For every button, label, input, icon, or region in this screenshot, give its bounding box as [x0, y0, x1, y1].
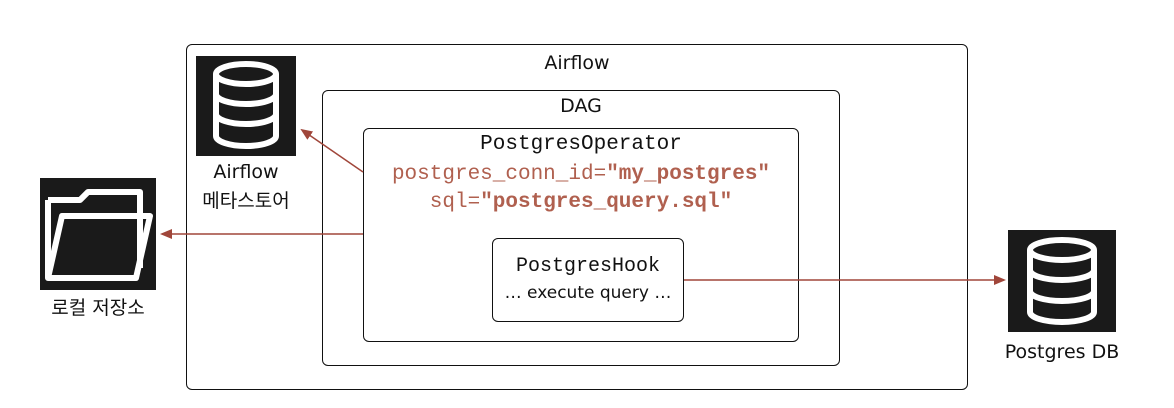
arrow-to-metastore [300, 128, 364, 173]
folder-icon [40, 178, 156, 290]
operator-conn-key: postgres_conn_id= [391, 163, 607, 186]
operator-sql-line: sql="postgres_query.sql" [364, 191, 798, 214]
metastore-label-line1: Airflow [213, 161, 279, 183]
airflow-title: Airflow [544, 52, 610, 74]
postgres-hook-box: PostgresHook … execute query … [492, 238, 684, 322]
dag-title: DAG [560, 95, 602, 117]
metastore-label-line2: 메타스토어 [202, 190, 290, 212]
operator-title: PostgresOperator [480, 133, 682, 156]
local-storage-label: 로컬 저장소 [51, 297, 145, 319]
operator-conn-line: postgres_conn_id="my_postgres" [364, 163, 798, 186]
postgres-db-label: Postgres DB [1004, 341, 1120, 363]
hook-subtitle: … execute query … [504, 283, 672, 303]
operator-sql-key: sql= [429, 191, 481, 214]
database-icon [196, 56, 296, 156]
hook-title: PostgresHook [515, 255, 661, 278]
database-icon [1008, 230, 1116, 332]
operator-sql-value: "postgres_query.sql" [480, 191, 733, 214]
operator-conn-value: "my_postgres" [606, 163, 771, 186]
